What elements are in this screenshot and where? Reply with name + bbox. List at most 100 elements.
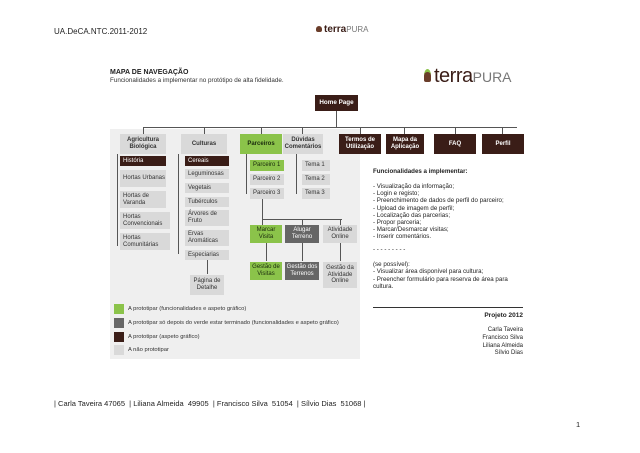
legend-item-grey-dark: A prototipar só depois do verde estar te… bbox=[114, 318, 339, 328]
connector bbox=[204, 127, 205, 134]
legend-label: A prototipar (aspeto gráfico) bbox=[128, 334, 200, 340]
header-logo-light: PURA bbox=[346, 25, 369, 34]
connector bbox=[336, 111, 337, 127]
cult-item-arvores-fruto: Árvores de Fruto bbox=[185, 210, 229, 226]
functionality-item: - Upload de imagem de perfil; bbox=[373, 204, 455, 212]
connector bbox=[340, 219, 341, 225]
agri-item-hortas-convencionais: Hortas Convencionais bbox=[120, 212, 170, 229]
project-authors: Carla Taveira Francisco Silva Liliana Al… bbox=[373, 327, 523, 358]
connector bbox=[302, 219, 303, 225]
node-gestao-atividade: Gestão da Atividade Online bbox=[323, 262, 357, 288]
agri-item-hortas-urbanas: Hortas Urbanas bbox=[120, 170, 166, 187]
functionalities-separator: - - - - - - - - - bbox=[373, 246, 406, 254]
legend-label: A prototipar (funcionalidades e aspeto g… bbox=[128, 306, 247, 312]
functionality-item: - Inserir comentários. bbox=[373, 233, 432, 240]
functionalities-title: Funcionalidades a implementar: bbox=[373, 168, 468, 175]
slide-logo-light: PURA bbox=[472, 69, 512, 85]
project-author: Liliana Almeida bbox=[482, 342, 523, 349]
connector bbox=[266, 243, 267, 261]
tema-item-2: Tema 2 bbox=[302, 174, 330, 185]
agri-item-historia: História bbox=[120, 156, 166, 166]
node-faq: FAQ bbox=[434, 134, 476, 154]
node-gestao-terrenos: Gestão dos Terrenos bbox=[285, 262, 319, 280]
node-duvidas-comentarios: Dúvidas Comentários bbox=[283, 134, 323, 154]
legend-swatch bbox=[114, 304, 124, 314]
functionality-item: - Localização das parcerias; bbox=[373, 211, 451, 219]
connector bbox=[404, 127, 405, 134]
header-logo-bold: terra bbox=[324, 24, 347, 35]
legend-swatch bbox=[114, 318, 124, 328]
functionality-item: - Visualização da informação; bbox=[373, 183, 455, 191]
legend-item-green: A prototipar (funcionalidades e aspeto g… bbox=[114, 304, 246, 314]
functionality-item: - Marcar/Desmarcar visitas; bbox=[373, 225, 449, 233]
leaf-icon bbox=[424, 69, 431, 82]
leaf-icon bbox=[316, 26, 322, 32]
connector bbox=[261, 127, 262, 134]
slide-logo-bold: terra bbox=[434, 65, 473, 87]
agri-item-hortas-varanda: Hortas de Varanda bbox=[120, 191, 166, 208]
connector bbox=[340, 243, 341, 261]
legend-item-brown: A prototipar (aspeto gráfico) bbox=[114, 332, 200, 342]
cult-item-especiarias: Especiarias bbox=[185, 250, 229, 260]
connector bbox=[262, 199, 263, 219]
project-author: Francisco Silva bbox=[482, 334, 523, 341]
tema-item-1: Tema 1 bbox=[302, 160, 330, 171]
cult-item-tuberculos: Tubérculos bbox=[185, 197, 229, 207]
optional-item: - Visualizar área disponível para cultur… bbox=[373, 268, 484, 276]
slide-subtitle: Funcionalidades a implementar no protóti… bbox=[110, 77, 284, 84]
project-title: Projeto 2012 bbox=[484, 312, 523, 319]
connector bbox=[302, 243, 303, 261]
connector bbox=[117, 154, 118, 246]
cult-item-vegetais: Vegetais bbox=[185, 183, 229, 193]
functionality-item: - Propor parceria; bbox=[373, 218, 422, 226]
agri-item-hortas-comunitarias: Hortas Comunitárias bbox=[120, 233, 170, 250]
project-author: Carla Taveira bbox=[487, 327, 523, 333]
connector bbox=[360, 127, 361, 134]
slide-title: MAPA DE NAVEGAÇÃO bbox=[110, 69, 189, 76]
parceiro-item-3: Parceiro 3 bbox=[250, 188, 284, 199]
parceiro-item-1: Parceiro 1 bbox=[250, 160, 284, 171]
optional-title: (se possível): bbox=[373, 261, 410, 269]
connector bbox=[502, 127, 503, 134]
legend-swatch bbox=[114, 332, 124, 342]
node-perfil: Perfil bbox=[482, 134, 524, 154]
connector bbox=[455, 127, 456, 134]
node-alugar-terreno: Alugar Terreno bbox=[285, 225, 319, 243]
node-mapa-aplicacao: Mapa da Aplicação bbox=[386, 134, 424, 154]
project-author: Sílvio Dias bbox=[494, 350, 523, 357]
footer-authors: | Carla Taveira 47065 | Liliana Almeida … bbox=[54, 399, 366, 408]
connector bbox=[302, 127, 303, 134]
slide-logo: terra PURA bbox=[424, 65, 512, 88]
project-divider bbox=[373, 307, 523, 308]
optional-item: - Preencher formulário para reserva de á… bbox=[373, 275, 508, 290]
legend-label: A prototipar só depois do verde estar te… bbox=[128, 320, 339, 326]
cult-item-leguminosas: Leguminosas bbox=[185, 169, 229, 179]
node-termos-utilizacao: Termos de Utilização bbox=[339, 134, 381, 154]
connector bbox=[207, 260, 208, 274]
document-code: UA.DeCA.NTC.2011-2012 bbox=[54, 27, 148, 36]
connector bbox=[296, 154, 297, 194]
legend-label: A não prototipar bbox=[128, 347, 169, 353]
node-agricultura-biologica: Agricultura Biológica bbox=[120, 134, 166, 154]
header-logo: terra PURA bbox=[316, 24, 368, 35]
functionality-item: - Login e registo; bbox=[373, 190, 420, 198]
node-culturas: Culturas bbox=[181, 134, 227, 154]
connector bbox=[143, 127, 144, 134]
cult-item-ervas-aromaticas: Ervas Aromáticas bbox=[185, 230, 229, 246]
legend-item-light-grey: A não prototipar bbox=[114, 345, 169, 355]
node-pagina-detalhe: Página de Detalhe bbox=[190, 275, 224, 295]
legend bbox=[110, 302, 360, 358]
node-gestao-visitas: Gestão de Visitas bbox=[250, 262, 282, 280]
connector bbox=[178, 154, 179, 254]
node-parceiros: Parceiros bbox=[240, 134, 282, 154]
node-marcar-visita: Marcar Visita bbox=[250, 225, 282, 243]
connector bbox=[143, 127, 517, 128]
slide: MAPA DE NAVEGAÇÃO Funcionalidades a impl… bbox=[106, 62, 534, 362]
node-atividade-online: Atividade Online bbox=[323, 225, 357, 243]
page-number: 1 bbox=[576, 420, 581, 429]
legend-swatch bbox=[114, 345, 124, 355]
tema-item-3: Tema 3 bbox=[302, 188, 330, 199]
parceiro-item-2: Parceiro 2 bbox=[250, 174, 284, 185]
functionalities-panel: Funcionalidades a implementar: - Visuali… bbox=[373, 168, 523, 290]
functionality-item: - Preenchimento de dados de perfil do pa… bbox=[373, 197, 504, 205]
